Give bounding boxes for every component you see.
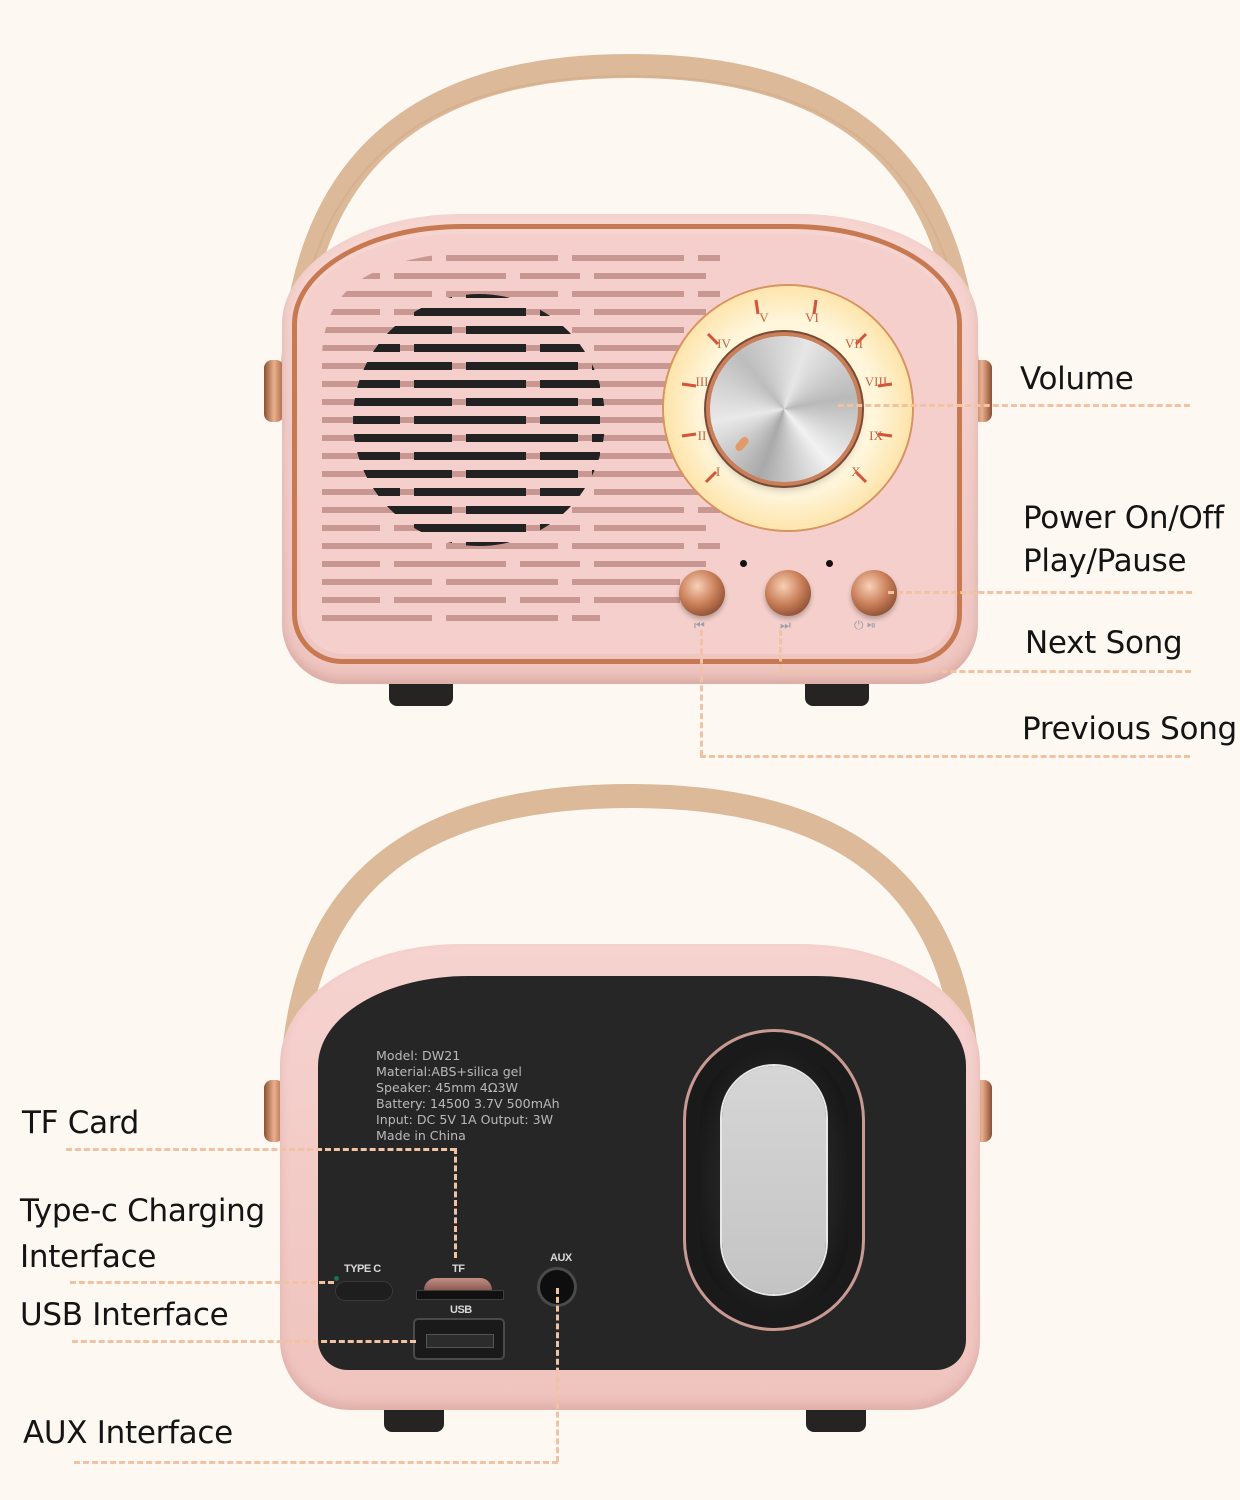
tf-card-tab xyxy=(424,1278,492,1290)
usb-port-label: USB xyxy=(450,1304,472,1316)
dial-scale: I II III IV V VI VII VIII IX X xyxy=(681,299,893,484)
type-c-port[interactable] xyxy=(336,1282,392,1300)
usb-port-tongue xyxy=(426,1334,494,1348)
spec-model: Model: DW21 xyxy=(376,1048,461,1063)
dial-numeral: IX xyxy=(869,428,883,443)
dial-numeral: VII xyxy=(845,336,863,351)
tf-slot-label: TF xyxy=(452,1263,465,1275)
play-pause-label: Play/Pause xyxy=(1023,543,1187,579)
dial-numeral: III xyxy=(696,374,709,389)
spec-speaker: Speaker: 45mm 4Ω3W xyxy=(376,1080,518,1095)
usb-callout-line xyxy=(72,1340,416,1343)
front-trim xyxy=(292,224,962,664)
power-onoff-label: Power On/Off xyxy=(1023,500,1224,536)
volume-label: Volume xyxy=(1020,361,1134,397)
next-callout-line-vertical xyxy=(779,630,782,670)
type-c-callout-line xyxy=(70,1281,334,1284)
previous-callout-line-vertical xyxy=(700,630,703,756)
front-handle xyxy=(280,53,980,412)
spec-origin: Made in China xyxy=(376,1128,466,1143)
tf-card-label: TF Card xyxy=(22,1105,140,1141)
type-c-label-line1: Type-c Charging xyxy=(20,1193,265,1229)
previous-callout-line xyxy=(700,755,1190,758)
usb-interface-label: USB Interface xyxy=(20,1297,229,1333)
aux-callout-line xyxy=(74,1461,558,1464)
aux-port-label: AUX xyxy=(550,1252,572,1264)
dial-numeral: I xyxy=(716,464,720,479)
spec-input-output: Input: DC 5V 1A Output: 3W xyxy=(376,1112,554,1127)
previous-icon: ⏮ xyxy=(694,618,705,632)
passive-radiator-cone xyxy=(722,1066,826,1294)
dial-numeral: V xyxy=(759,310,769,325)
volume-callout-line xyxy=(838,404,1190,407)
previous-button[interactable] xyxy=(679,570,725,616)
next-callout-line xyxy=(779,670,1191,673)
type-c-label-line2: Interface xyxy=(20,1239,157,1275)
type-c-port-label: TYPE C xyxy=(344,1263,381,1275)
previous-song-label: Previous Song xyxy=(1022,711,1237,747)
aux-interface-label: AUX Interface xyxy=(23,1415,233,1451)
power-play-icon: ⏻ ⏯ xyxy=(854,618,876,632)
spec-battery: Battery: 14500 3.7V 500mAh xyxy=(376,1096,560,1111)
dial-numeral: VIII xyxy=(865,374,887,389)
led-dot-left xyxy=(740,560,747,567)
dial-numeral: X xyxy=(851,464,861,479)
next-icon: ⏭ xyxy=(780,618,791,632)
back-pivot-left xyxy=(264,1080,284,1142)
next-song-label: Next Song xyxy=(1025,625,1183,661)
charging-led xyxy=(334,1276,339,1281)
tf-card-callout-line xyxy=(66,1148,456,1151)
handle-pivot-left xyxy=(264,360,284,422)
power-play-callout-line xyxy=(888,591,1192,594)
led-dot-right xyxy=(826,560,833,567)
volume-knob[interactable] xyxy=(710,336,858,482)
tf-card-callout-line-vertical xyxy=(454,1148,457,1258)
spec-material: Material:ABS+silica gel xyxy=(376,1064,522,1079)
tf-card-slot[interactable] xyxy=(416,1290,504,1300)
dial-numeral: VI xyxy=(805,310,819,325)
dial-numeral: IV xyxy=(717,336,731,351)
spec-list: Model: DW21 Material:ABS+silica gel Spea… xyxy=(376,1048,560,1144)
next-button[interactable] xyxy=(765,570,811,616)
dial-numeral: II xyxy=(698,428,707,443)
back-panel xyxy=(318,976,966,1370)
speaker-grille xyxy=(322,255,720,621)
aux-callout-line-vertical xyxy=(556,1288,559,1462)
